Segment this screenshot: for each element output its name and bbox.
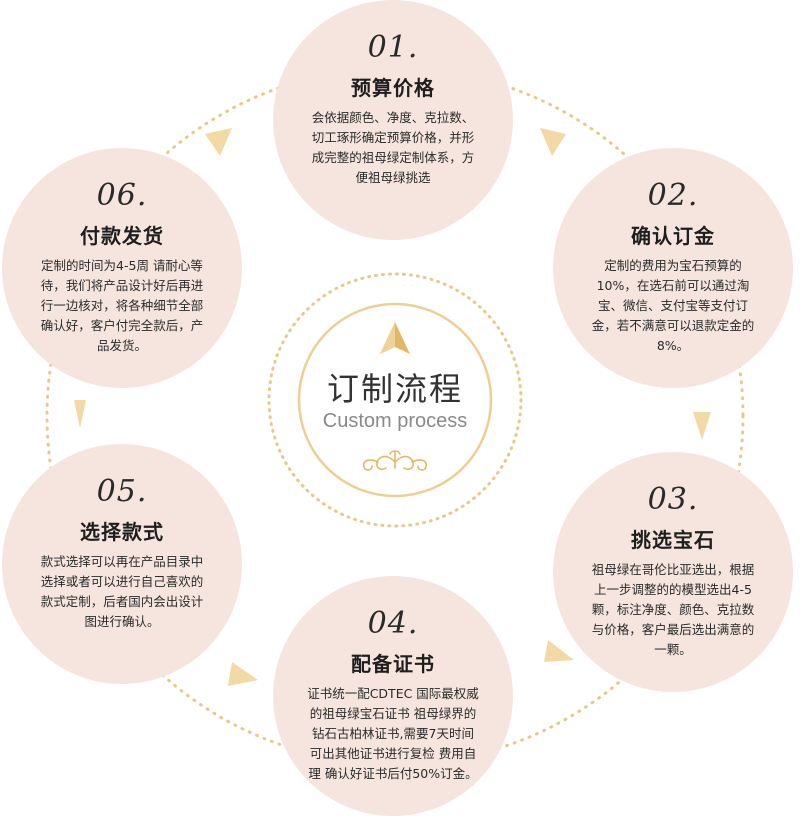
ornament-icon	[362, 450, 428, 471]
step-number: 05.	[96, 474, 148, 509]
step-03-circle: 03. 挑选宝石 祖母绿在哥伦比亚选出，根据上一步调整的的模型选出4-5颗，标注…	[553, 452, 793, 692]
step-title: 选择款式	[80, 520, 164, 544]
step-number: 02.	[647, 178, 699, 213]
step-number: 03.	[647, 482, 699, 517]
up-arrow-icon	[380, 322, 410, 354]
center-title: 订制流程	[326, 370, 463, 408]
step-06-circle: 06. 付款发货 定制的时间为4-5周 请耐心等待，我们将产品设计好后再进行一边…	[2, 148, 242, 388]
step-05-circle: 05. 选择款式 款式选择可以再在产品目录中选择或者可以进行自己喜欢的款式定制，…	[2, 444, 242, 684]
step-title: 付款发货	[80, 224, 164, 248]
step-description: 会依据颜色、净度、克拉数、切工琢形确定预算价格，并形成完整的祖母绿定制体系，方便…	[311, 110, 475, 185]
step-description: 祖母绿在哥伦比亚选出，根据上一步调整的的模型选出4-5颗，标注净度、颜色、克拉数…	[591, 562, 755, 657]
step-number: 06.	[96, 178, 148, 213]
step-title: 挑选宝石	[631, 528, 715, 552]
step-title: 配备证书	[351, 652, 435, 676]
center-dotted-ring	[267, 272, 523, 528]
step-description: 款式选择可以再在产品目录中选择或者可以进行自己喜欢的款式定制，后者国内会出设计图…	[40, 554, 204, 629]
step-title: 确认订金	[631, 224, 715, 248]
direction-triangle-icon	[74, 128, 711, 686]
step-description: 定制的时间为4-5周 请耐心等待，我们将产品设计好后再进行一边核对，将各种细节全…	[40, 258, 204, 353]
step-number: 01.	[367, 30, 419, 65]
step-title: 预算价格	[351, 76, 435, 100]
step-description: 定制的费用为宝石预算的10%，在选石前可以通过淘宝、微信、支付宝等支付订金，若不…	[591, 258, 755, 353]
center-subtitle: Custom process	[322, 410, 468, 432]
step-description: 证书统一配CDTEC 国际最权威的祖母绿宝石证书 祖母绿界的钻石古柏林证书,需要…	[307, 686, 479, 781]
step-02-circle: 02. 确认订金 定制的费用为宝石预算的10%，在选石前可以通过淘宝、微信、支付…	[553, 148, 793, 388]
step-number: 04.	[367, 606, 419, 641]
center-solid-ring	[297, 302, 493, 498]
step-01-circle: 01. 预算价格 会依据颜色、净度、克拉数、切工琢形确定预算价格，并形成完整的祖…	[273, 0, 513, 240]
step-04-circle: 04. 配备证书 证书统一配CDTEC 国际最权威的祖母绿宝石证书 祖母绿界的钻…	[273, 576, 513, 816]
